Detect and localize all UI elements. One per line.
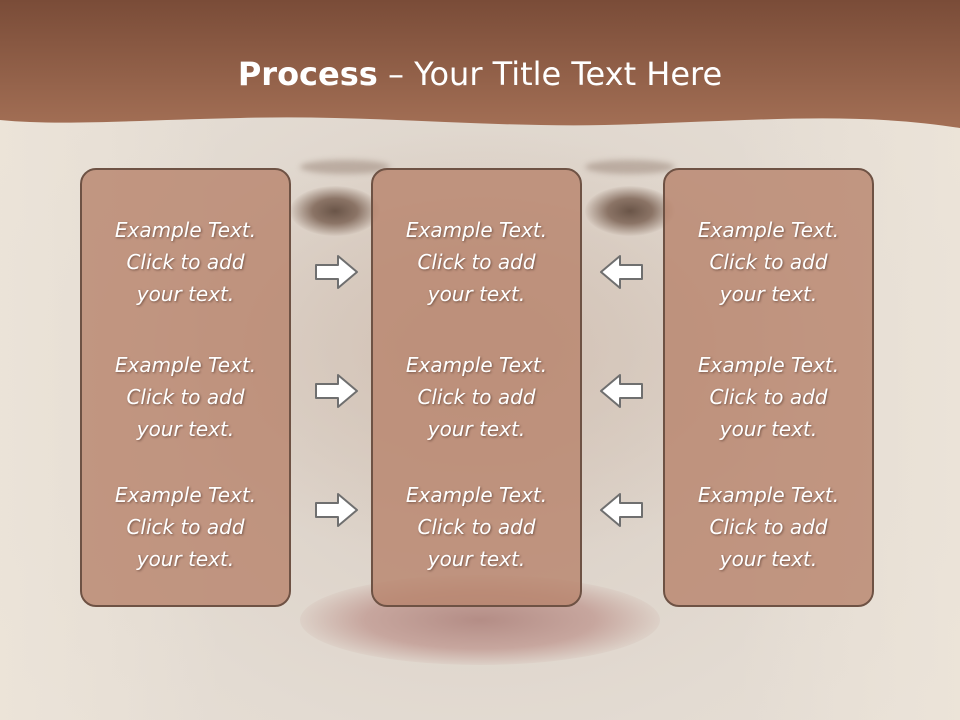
text-line: Click to add	[126, 250, 245, 274]
text-line: Example Text.	[114, 483, 257, 507]
title-bold: Process	[237, 55, 378, 93]
text-line: Example Text.	[405, 218, 548, 242]
title-rest: – Your Title Text Here	[377, 55, 723, 93]
left-arrow-icon	[600, 493, 643, 527]
text-line: Click to add	[417, 250, 536, 274]
text-block[interactable]: Example Text. Click to add your text.	[82, 349, 289, 445]
text-line: Click to add	[126, 385, 245, 409]
text-line: Click to add	[417, 515, 536, 539]
text-line: Click to add	[709, 250, 828, 274]
text-block[interactable]: Example Text. Click to add your text.	[373, 349, 580, 445]
right-arrow-icon	[315, 374, 358, 408]
text-block[interactable]: Example Text. Click to add your text.	[665, 214, 872, 310]
right-arrow-icon	[315, 493, 358, 527]
text-line: your text.	[427, 282, 526, 306]
text-line: Click to add	[417, 385, 536, 409]
background-brow-right	[585, 160, 675, 174]
text-line: Click to add	[709, 385, 828, 409]
text-line: your text.	[427, 547, 526, 571]
left-arrow-icon	[600, 374, 643, 408]
slide-title: Process – Your Title Text Here	[0, 54, 960, 94]
left-arrow-icon	[600, 255, 643, 289]
process-column-right: Example Text. Click to add your text. Ex…	[663, 168, 874, 607]
background-eye-left	[290, 186, 380, 236]
text-line: Example Text.	[697, 353, 840, 377]
text-line: Example Text.	[114, 218, 257, 242]
text-block[interactable]: Example Text. Click to add your text.	[373, 214, 580, 310]
text-line: your text.	[719, 417, 818, 441]
text-block[interactable]: Example Text. Click to add your text.	[82, 214, 289, 310]
text-line: your text.	[719, 282, 818, 306]
text-line: Example Text.	[405, 353, 548, 377]
background-eye-right	[585, 186, 675, 236]
text-block[interactable]: Example Text. Click to add your text.	[373, 479, 580, 575]
text-line: your text.	[136, 547, 235, 571]
process-column-left: Example Text. Click to add your text. Ex…	[80, 168, 291, 607]
text-line: Click to add	[709, 515, 828, 539]
text-line: Example Text.	[697, 483, 840, 507]
text-line: your text.	[136, 282, 235, 306]
text-line: Example Text.	[697, 218, 840, 242]
text-line: your text.	[427, 417, 526, 441]
text-line: your text.	[136, 417, 235, 441]
process-column-center: Example Text. Click to add your text. Ex…	[371, 168, 582, 607]
text-block[interactable]: Example Text. Click to add your text.	[665, 349, 872, 445]
text-block[interactable]: Example Text. Click to add your text.	[665, 479, 872, 575]
background-brow-left	[300, 160, 390, 174]
text-line: Click to add	[126, 515, 245, 539]
title-band	[0, 0, 960, 128]
right-arrow-icon	[315, 255, 358, 289]
text-line: your text.	[719, 547, 818, 571]
text-line: Example Text.	[405, 483, 548, 507]
text-block[interactable]: Example Text. Click to add your text.	[82, 479, 289, 575]
text-line: Example Text.	[114, 353, 257, 377]
